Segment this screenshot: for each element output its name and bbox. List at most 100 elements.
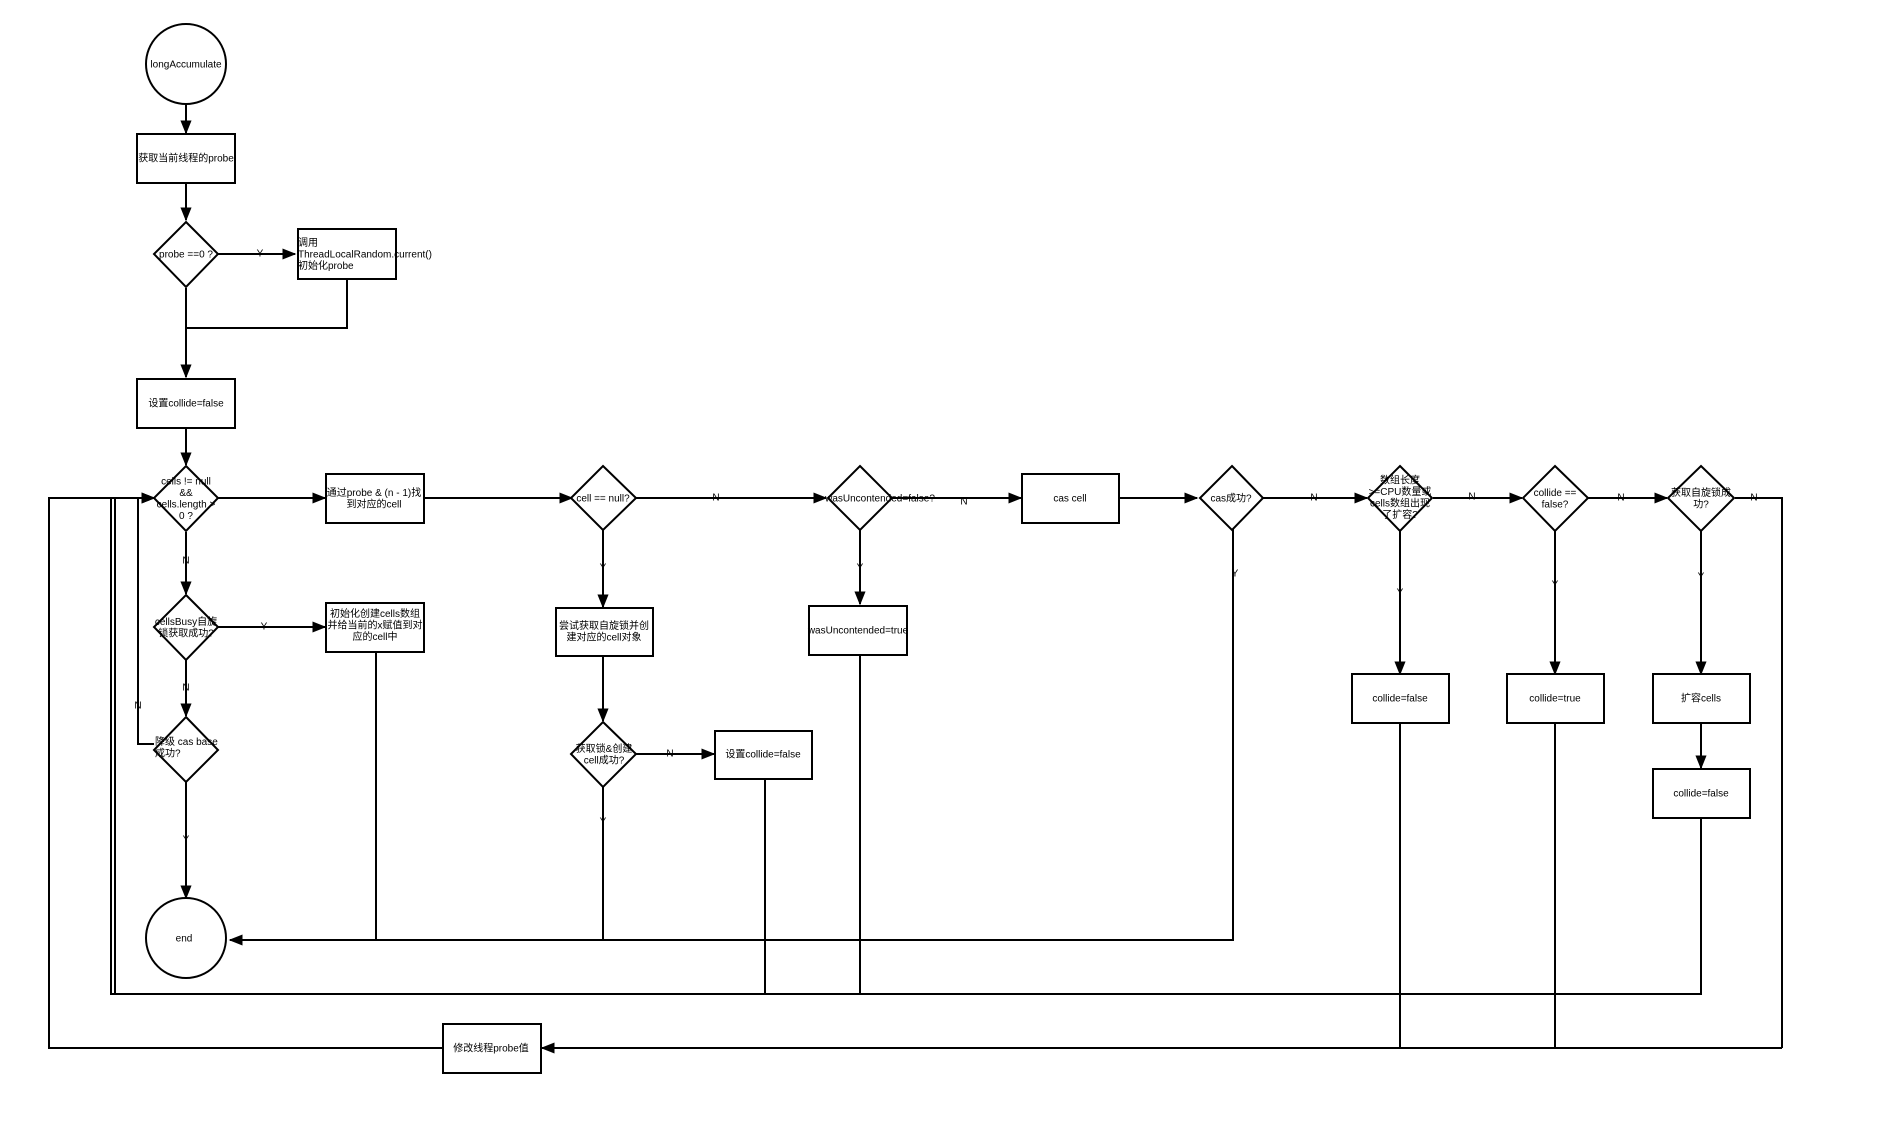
degrade-cas-label-line: 降级 cas base bbox=[155, 735, 218, 748]
node-try-lock-create: 尝试获取自旋锁并创建对应的cell对象 bbox=[555, 607, 654, 657]
cells-check-label-line: 0 ? bbox=[179, 511, 193, 522]
cells-check-label-line: cells.length > bbox=[157, 499, 216, 510]
node-was-uncontended: wasUncontended=false? bbox=[824, 464, 935, 532]
was-uncontended-label: wasUncontended=false? bbox=[824, 494, 935, 505]
cells-busy-label: cellsBusy自旋锁获取成功? bbox=[155, 615, 217, 640]
end-label-line: end bbox=[176, 934, 193, 945]
collide-false-q-label-line: false? bbox=[1542, 499, 1569, 510]
edge-collide-false-2-loop bbox=[110, 492, 1702, 995]
edge-label: Y bbox=[1552, 580, 1559, 591]
modify-probe-label-line: 修改线程probe值 bbox=[453, 1042, 529, 1055]
cas-cell-label-line: cas cell bbox=[1053, 494, 1086, 505]
get-lock-label-line: 功? bbox=[1693, 498, 1709, 510]
cells-check-label: cells != null&&cells.length >0 ? bbox=[157, 476, 216, 522]
start-label-line: longAccumulate bbox=[150, 60, 222, 71]
collide-false-q-label: collide ==false? bbox=[1534, 488, 1577, 511]
cells-busy-label-line: cellsBusy自旋 bbox=[155, 615, 217, 628]
node-cell-null: cell == null? bbox=[569, 464, 638, 532]
edge-label: N bbox=[182, 683, 189, 694]
collide-false-1-label: collide=false bbox=[1372, 694, 1428, 705]
edge-label: Y bbox=[257, 249, 264, 260]
lock-create-ok-label-line: 获取锁&创建 bbox=[576, 742, 633, 755]
edge-label: Y bbox=[261, 622, 268, 633]
edge-label: Y bbox=[1698, 572, 1705, 583]
get-lock-label-line: 获取自旋锁成 bbox=[1671, 486, 1731, 499]
node-collide-false-1: collide=false bbox=[1351, 673, 1450, 724]
end-label: end bbox=[176, 934, 193, 945]
edge-label: N bbox=[1310, 493, 1317, 504]
node-collide-true: collide=true bbox=[1506, 673, 1605, 724]
node-probe-zero: probe ==0 ? bbox=[152, 220, 220, 289]
cells-busy-label-line: 锁获取成功? bbox=[158, 626, 214, 639]
array-len-label-line: >=CPU数量或 bbox=[1369, 485, 1432, 498]
edges bbox=[48, 104, 1783, 1054]
edge-cas-ok-yes-to-end bbox=[228, 528, 1234, 946]
node-collide-false-2: collide=false bbox=[1652, 768, 1751, 819]
try-lock-create-label-line: 建对应的cell对象 bbox=[566, 630, 641, 643]
node-init-cells: 初始化创建cells数组并给当前的x赋值到对应的cell中 bbox=[325, 602, 425, 653]
init-cells-label: 初始化创建cells数组并给当前的x赋值到对应的cell中 bbox=[328, 607, 423, 643]
get-lock-label: 获取自旋锁成功? bbox=[1671, 486, 1731, 511]
array-len-label-line: 数组长度 bbox=[1380, 473, 1420, 486]
try-lock-create-label-line: 尝试获取自旋锁并创 bbox=[559, 619, 649, 632]
node-end: end bbox=[145, 897, 227, 979]
node-cas-ok: cas成功? bbox=[1198, 464, 1265, 532]
set-uncontended-label-line: wasUncontended=true bbox=[807, 626, 909, 637]
collide-false-q-label-line: collide == bbox=[1534, 488, 1577, 499]
collide-true-label: collide=true bbox=[1529, 694, 1581, 705]
edge-label: Y bbox=[183, 835, 190, 846]
edge-label: Y bbox=[1397, 588, 1404, 599]
set-uncontended-label: wasUncontended=true bbox=[807, 626, 909, 637]
edge-label: N bbox=[960, 497, 967, 508]
node-find-cell: 通过probe & (n - 1)找到对应的cell bbox=[325, 473, 425, 524]
edge-modify-probe-loop bbox=[48, 492, 442, 1049]
cas-ok-label-line: cas成功? bbox=[1210, 493, 1252, 505]
array-len-label-line: cells数组出现 bbox=[1370, 496, 1430, 509]
edge-label: N bbox=[666, 749, 673, 760]
init-cells-label-line: 并给当前的x赋值到对 bbox=[328, 619, 423, 632]
edge-init-probe-merge bbox=[186, 280, 348, 329]
set-collide-1-label: 设置collide=false bbox=[148, 398, 224, 410]
edge-label: Y bbox=[600, 817, 607, 828]
lock-create-ok-label-line: cell成功? bbox=[584, 754, 625, 766]
edge-label: N bbox=[134, 701, 141, 712]
start-label: longAccumulate bbox=[150, 60, 222, 71]
node-get-lock: 获取自旋锁成功? bbox=[1666, 464, 1736, 533]
collide-false-2-label: collide=false bbox=[1673, 789, 1729, 800]
edge-label: Y bbox=[857, 563, 864, 574]
edge-label: N bbox=[182, 556, 189, 567]
init-cells-label-line: 初始化创建cells数组 bbox=[330, 607, 420, 620]
cas-cell-label: cas cell bbox=[1053, 494, 1086, 505]
find-cell-label: 通过probe & (n - 1)找到对应的cell bbox=[327, 486, 421, 511]
edge-label: N bbox=[1750, 493, 1757, 504]
degrade-cas-label-line: 成功? bbox=[155, 747, 181, 759]
node-collide-false-q: collide ==false? bbox=[1521, 464, 1590, 533]
cell-null-label: cell == null? bbox=[576, 494, 630, 505]
node-expand-cells: 扩容cells bbox=[1652, 673, 1751, 724]
find-cell-label-line: 通过probe & (n - 1)找 bbox=[327, 486, 421, 499]
cells-check-label-line: cells != null bbox=[161, 476, 211, 487]
get-probe-label: 获取当前线程的probe bbox=[138, 152, 234, 165]
modify-probe-label: 修改线程probe值 bbox=[453, 1042, 529, 1055]
node-cells-check: cells != null&&cells.length >0 ? bbox=[152, 464, 220, 533]
edge-label: Y bbox=[1232, 569, 1239, 580]
set-collide-2-label-line: 设置collide=false bbox=[725, 749, 801, 761]
node-cas-cell: cas cell bbox=[1021, 473, 1120, 524]
node-set-uncontended: wasUncontended=true bbox=[807, 605, 909, 656]
node-set-collide-1: 设置collide=false bbox=[136, 378, 236, 429]
node-set-collide-2: 设置collide=false bbox=[714, 730, 813, 780]
edge-label: N bbox=[1468, 492, 1475, 503]
get-probe-label-line: 获取当前线程的probe bbox=[138, 152, 234, 165]
edge-label: Y bbox=[600, 563, 607, 574]
cas-ok-label: cas成功? bbox=[1210, 493, 1252, 505]
edge-get-lock-no-out bbox=[1735, 497, 1783, 1048]
expand-cells-label: 扩容cells bbox=[1681, 692, 1721, 705]
